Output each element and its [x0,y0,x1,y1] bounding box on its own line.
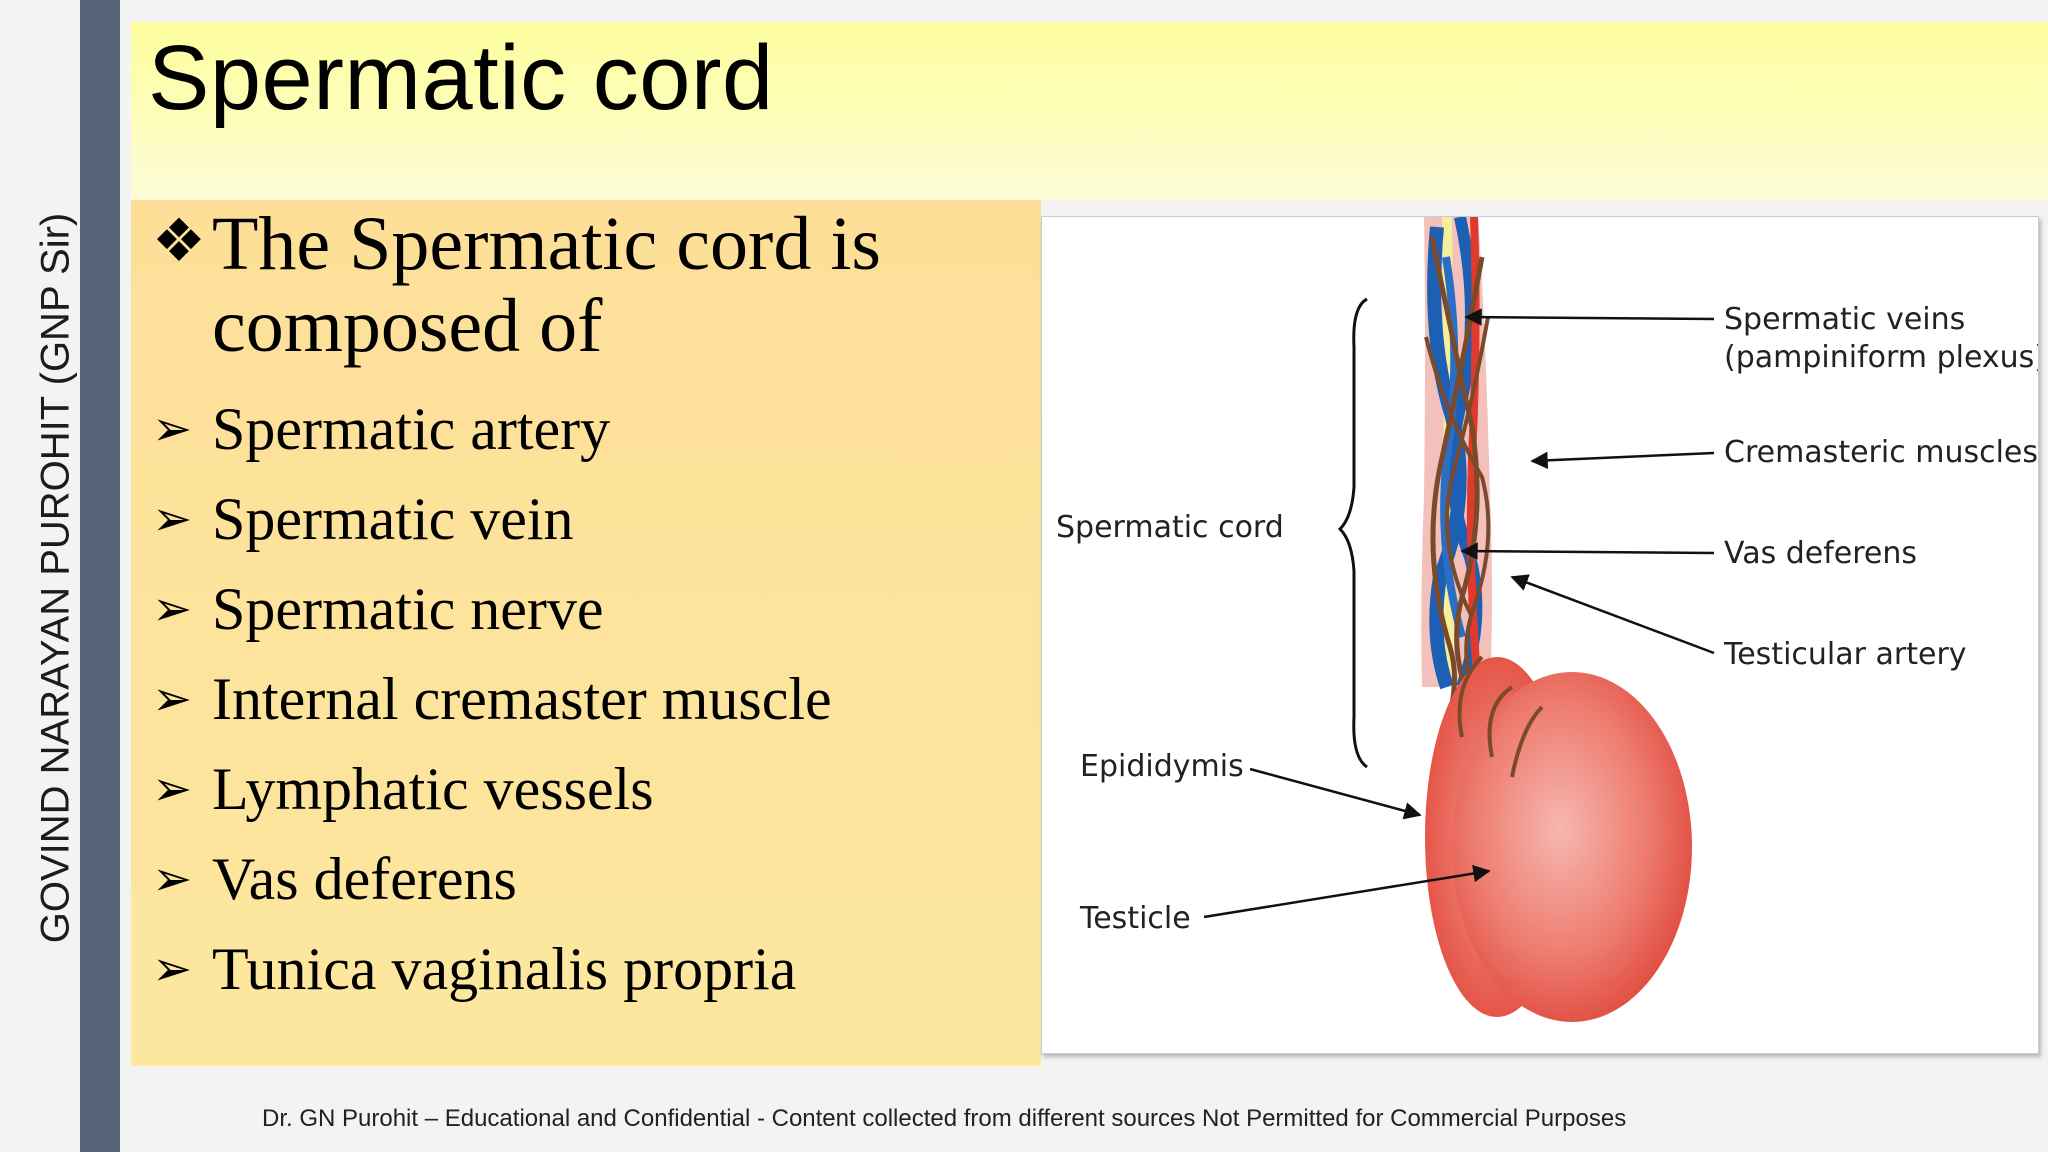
arrowhead-icon: ➢ [152,403,193,456]
intro-line-1: The Spermatic cord is [212,202,882,286]
list-item-label: Internal cremaster muscle [212,666,832,732]
footer-disclaimer: Dr. GN Purohit – Educational and Confide… [262,1105,1627,1132]
list-item: ➢ Vas deferens [152,834,832,924]
author-vertical-label: GOVIND NARAYAN PUROHIT (GNP Sir) [33,212,78,944]
list-item: ➢ Spermatic nerve [152,564,832,654]
arrowhead-icon: ➢ [152,853,193,906]
list-item-label: Vas deferens [212,846,517,912]
leader-cremasteric-muscles [1530,451,1715,470]
arrowhead-icon: ➢ [152,763,193,816]
label-pampiniform-plexus: (pampiniform plexus) [1724,340,2038,375]
side-bar [80,0,120,1152]
list-item: ➢ Spermatic vein [152,474,832,564]
intro-line-2: composed of [212,284,603,368]
leader-testicle [1203,864,1491,919]
anatomy-figure: Spermatic veins (pampiniform plexus) Cre… [1041,216,2039,1054]
arrowhead-icon: ➢ [152,583,193,636]
list-item: ➢ Internal cremaster muscle [152,654,832,744]
leader-spermatic-veins [1464,308,1715,326]
list-item-label: Spermatic artery [212,396,611,462]
arrowhead-icon: ➢ [152,673,193,726]
label-epididymis: Epididymis [1080,749,1244,784]
list-item-label: Spermatic vein [212,486,574,552]
cord-brace [1337,297,1368,769]
leader-testicular-artery [1510,574,1715,655]
label-cremasteric-muscles: Cremasteric muscles [1724,435,2038,470]
title-band [131,22,2048,200]
label-spermatic-veins: Spermatic veins [1724,302,1965,337]
arrowhead-icon: ➢ [152,943,193,996]
arrowhead-icon: ➢ [152,493,193,546]
intro-text: ❖The Spermatic cord is composed of [152,200,1032,367]
content-panel [131,200,1041,1066]
list-item: ➢ Spermatic artery [152,384,832,474]
leader-epididymis [1249,767,1422,820]
label-vas-deferens: Vas deferens [1724,536,1917,571]
label-testicular-artery: Testicular artery [1723,637,1967,672]
leader-vas-deferens [1460,542,1715,560]
slide-title: Spermatic cord [148,27,774,129]
list-item-label: Lymphatic vessels [212,756,654,822]
label-spermatic-cord: Spermatic cord [1056,510,1284,545]
list-item: ➢ Lymphatic vessels [152,744,832,834]
list-item-label: Spermatic nerve [212,576,604,642]
four-diamond-icon: ❖ [152,208,206,274]
spermatic-cord-shape [1421,217,1494,738]
label-testicle: Testicle [1079,901,1191,936]
anatomy-illustration: Spermatic veins (pampiniform plexus) Cre… [1056,217,2038,1022]
component-list: ➢ Spermatic artery ➢ Spermatic vein ➢ Sperm… [152,384,832,1014]
testicle-shape [1452,672,1692,1022]
list-item-label: Tunica vaginalis propria [212,936,797,1002]
list-item: ➢ Tunica vaginalis propria [152,924,832,1014]
